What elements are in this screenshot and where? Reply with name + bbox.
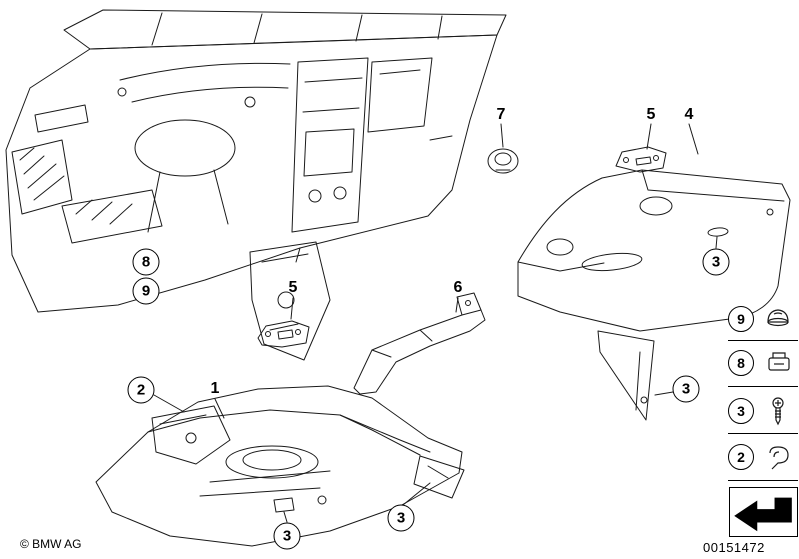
clip-icon [768, 352, 790, 371]
callout-label: 3 [711, 253, 721, 271]
callout-8[interactable]: 8 [132, 248, 160, 276]
glovebox-panel-part-4-drawing [517, 169, 791, 421]
callout-5-mid[interactable]: 5 [288, 279, 298, 296]
callout-7[interactable]: 7 [496, 106, 506, 123]
callout-label: 3 [396, 509, 406, 527]
callout-9[interactable]: 9 [132, 277, 160, 305]
callout-6[interactable]: 6 [453, 279, 463, 296]
callout-3-glovebox-flap[interactable]: 3 [672, 375, 700, 403]
callout-label: 3 [282, 527, 292, 545]
legend-label: 3 [737, 403, 745, 419]
legend-number-9: 9 [728, 306, 754, 332]
callout-label: 3 [681, 380, 691, 398]
legend-item-8[interactable]: 8 [728, 349, 795, 377]
diagram-number: 00151472 [703, 540, 765, 555]
callout-2[interactable]: 2 [127, 376, 155, 404]
legend-label: 2 [737, 449, 745, 465]
copyright-text: © BMW AG [20, 537, 82, 551]
leader-lines [153, 123, 718, 523]
screw-icon [772, 397, 784, 426]
legend-divider [728, 433, 798, 434]
legend-divider [728, 480, 798, 481]
rail-part-6-drawing [353, 292, 486, 395]
callout-3-glovebox-top[interactable]: 3 [702, 248, 730, 276]
legend-number-3: 3 [728, 398, 754, 424]
callout-4[interactable]: 4 [684, 106, 694, 123]
grommet-part-7-drawing [487, 148, 519, 174]
legend-item-9[interactable]: 9 [728, 305, 795, 333]
spring-clip-icon [769, 446, 789, 470]
lower-trim-assembly-drawing [95, 385, 465, 547]
legend-number-8: 8 [728, 350, 754, 376]
bracket-part-5-top-drawing [615, 146, 667, 173]
direction-indicator-box [729, 487, 798, 537]
dashboard-assembly-drawing [5, 9, 507, 361]
legend-number-2: 2 [728, 444, 754, 470]
legend-item-2[interactable]: 2 [728, 443, 795, 471]
cap-icon [767, 309, 789, 327]
front-direction-arrow-icon [734, 497, 792, 532]
callout-1[interactable]: 1 [210, 380, 220, 397]
callout-label: 2 [136, 381, 146, 399]
callout-5-top[interactable]: 5 [646, 106, 656, 123]
callout-label: 8 [141, 253, 151, 271]
legend-label: 8 [737, 355, 745, 371]
legend-item-3[interactable]: 3 [728, 396, 795, 426]
legend-divider [728, 340, 798, 341]
legend-divider [728, 386, 798, 387]
bracket-part-5-mid-drawing [257, 320, 310, 348]
callout-label: 9 [141, 282, 151, 300]
callout-3-lower-right[interactable]: 3 [387, 504, 415, 532]
callout-3-lower-left[interactable]: 3 [273, 522, 301, 550]
legend-label: 9 [737, 311, 745, 327]
